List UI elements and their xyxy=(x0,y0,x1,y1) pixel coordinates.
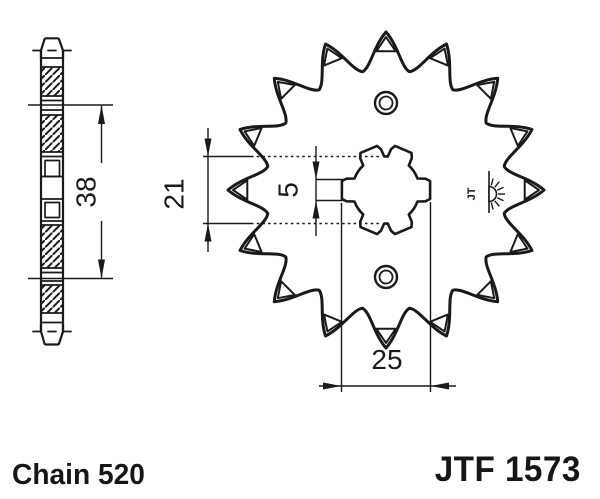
dimensions: 38 21 5 25 xyxy=(28,104,456,392)
jt-logo-ray xyxy=(496,197,504,202)
jt-logo-ray xyxy=(490,202,494,210)
side-bottom-tooth xyxy=(39,321,65,346)
side-top-tooth xyxy=(39,37,65,60)
dimension-5: 5 xyxy=(273,146,344,236)
side-hub-box-upper xyxy=(44,159,61,178)
side-view xyxy=(32,37,72,346)
jt-logo: JT xyxy=(466,171,505,213)
jt-logo-ray xyxy=(496,186,504,191)
bolt-hole-bottom xyxy=(373,264,399,290)
dim-21-label: 21 xyxy=(159,178,190,209)
jt-logo-text: JT xyxy=(466,187,478,200)
dim-38-label: 38 xyxy=(71,176,102,207)
jt-logo-ray xyxy=(490,178,494,186)
jt-logo-rays xyxy=(490,178,505,210)
side-hub-box-lower xyxy=(44,201,61,219)
tooth-chamfer-marks xyxy=(232,36,540,344)
spline-bore xyxy=(340,144,432,236)
dim-5-label: 5 xyxy=(273,182,304,198)
jt-logo-ray xyxy=(494,200,500,207)
chain-size-label: Chain 520 xyxy=(12,459,145,491)
dim-25-label: 25 xyxy=(371,344,402,375)
part-number-label: JTF 1573 xyxy=(434,450,581,489)
bolt-hole-top xyxy=(373,90,399,116)
jt-logo-sun-icon xyxy=(488,185,498,203)
front-view xyxy=(226,30,546,350)
jt-logo-ray xyxy=(494,181,500,188)
dimension-38: 38 xyxy=(28,104,113,280)
dimension-25: 25 xyxy=(319,202,456,392)
side-internal-lines xyxy=(40,57,64,324)
side-hatch-blocks xyxy=(41,67,63,313)
